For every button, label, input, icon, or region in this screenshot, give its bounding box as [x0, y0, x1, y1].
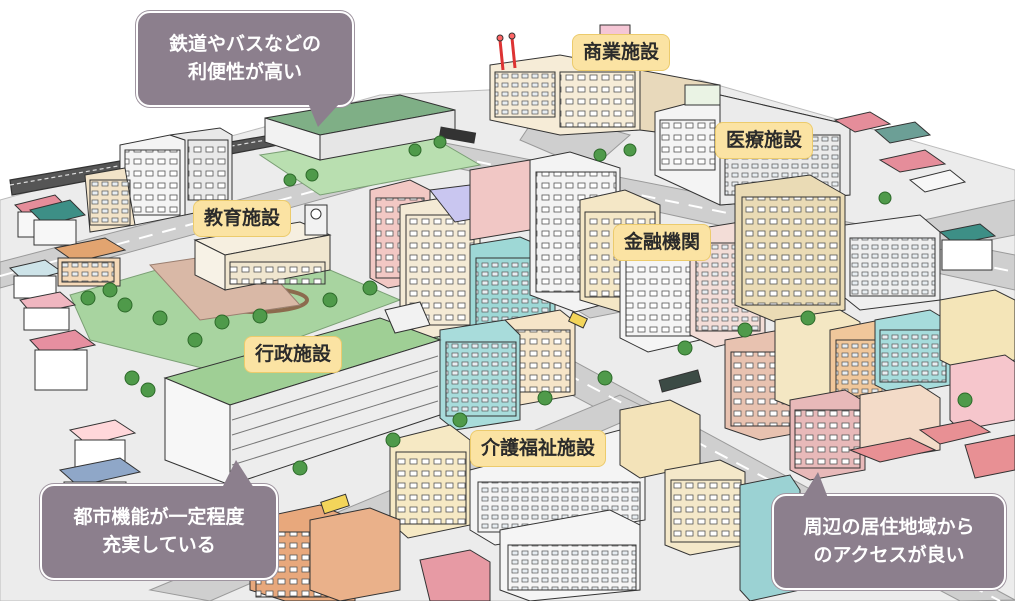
label-financial-institution: 金融機関 — [613, 224, 712, 261]
label-welfare-facility: 介護福祉施設 — [470, 430, 607, 467]
callout-urban-function-line2: 充実している — [102, 534, 216, 556]
trees — [80, 135, 973, 476]
callout-tail — [802, 472, 828, 498]
callout-access-line1: 周辺の居住地域から — [803, 516, 975, 539]
school-building — [53, 204, 332, 291]
callout-access-line2: のアクセスが良い — [813, 544, 965, 566]
callout-tail — [222, 460, 254, 488]
vehicles — [320, 126, 702, 515]
central-buildings — [369, 151, 941, 431]
callout-transit-line2: 利便性が高い — [187, 61, 302, 83]
label-commercial-facility: 商業施設 — [572, 34, 671, 71]
callout-urban-function: 都市機能が一定程度 充実している — [40, 460, 278, 580]
left-towers — [84, 127, 233, 233]
callout-transit-line1: 鉄道やバスなどの — [168, 33, 321, 56]
callout-access: 周辺の居住地域から のアクセスが良い — [772, 472, 1006, 590]
label-medical-facility: 医療施設 — [715, 122, 814, 159]
callout-transit: 鉄道やバスなどの 利便性が高い — [136, 11, 354, 127]
callout-tail — [308, 103, 340, 127]
welfare-building — [389, 399, 746, 601]
label-education-facility: 教育施設 — [193, 200, 292, 237]
right-buildings — [724, 111, 1015, 601]
label-administrative-facility: 行政施設 — [244, 336, 343, 373]
callout-urban-function-line1: 都市機能が一定程度 — [73, 506, 245, 529]
